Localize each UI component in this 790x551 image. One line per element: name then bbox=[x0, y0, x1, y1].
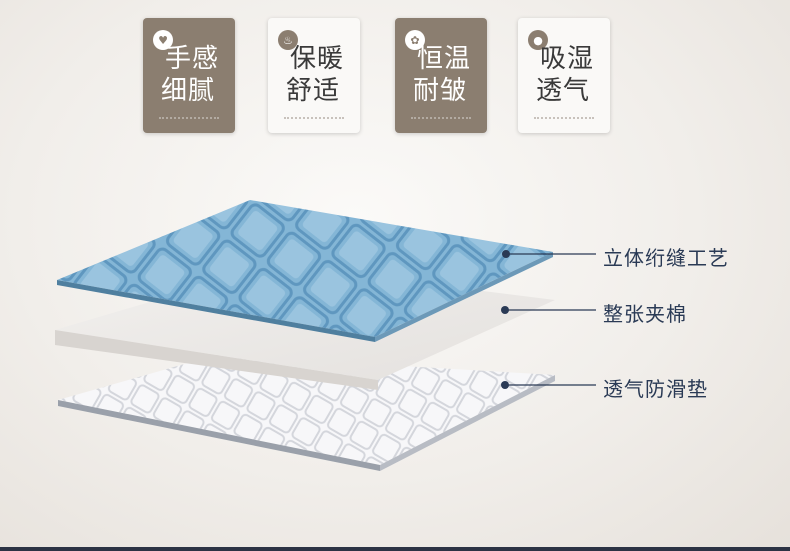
decorative-dots bbox=[284, 117, 344, 121]
feature-line1: 恒温 bbox=[417, 44, 472, 74]
feature-line2: 透气 bbox=[536, 76, 591, 106]
callout-line-bottom bbox=[501, 381, 596, 389]
flame-icon: ♨ bbox=[278, 30, 298, 50]
decorative-dots bbox=[411, 117, 471, 121]
feature-badge-breathable: ● 吸湿 透气 bbox=[518, 18, 610, 133]
anti-slip-bottom-layer bbox=[58, 355, 555, 471]
fan-icon: ✿ bbox=[405, 30, 425, 50]
decorative-dots bbox=[159, 117, 219, 121]
feature-line1: 手感 bbox=[165, 44, 220, 74]
feature-line1: 吸湿 bbox=[540, 44, 595, 74]
heart-icon: ♥ bbox=[153, 30, 173, 50]
bottom-divider bbox=[0, 547, 790, 551]
feature-line2: 舒适 bbox=[286, 76, 341, 106]
droplet-icon: ● bbox=[528, 30, 548, 50]
feature-badge-warm: ♨ 保暖 舒适 bbox=[268, 18, 360, 133]
decorative-dots bbox=[534, 117, 594, 121]
feature-badge-soft: ♥ 手感 细腻 bbox=[143, 18, 235, 133]
callout-label-anti-slip: 透气防滑垫 bbox=[603, 377, 708, 401]
feature-line2: 细腻 bbox=[161, 76, 216, 106]
feature-badge-constant-temp: ✿ 恒温 耐皱 bbox=[395, 18, 487, 133]
feature-line2: 耐皱 bbox=[413, 76, 468, 106]
callout-line-middle bbox=[501, 306, 596, 314]
quilted-top-layer bbox=[57, 200, 553, 342]
callout-label-cotton: 整张夹棉 bbox=[603, 302, 687, 326]
callout-line-top bbox=[502, 250, 596, 258]
feature-line1: 保暖 bbox=[290, 44, 345, 74]
callout-label-quilting: 立体绗缝工艺 bbox=[603, 246, 729, 270]
